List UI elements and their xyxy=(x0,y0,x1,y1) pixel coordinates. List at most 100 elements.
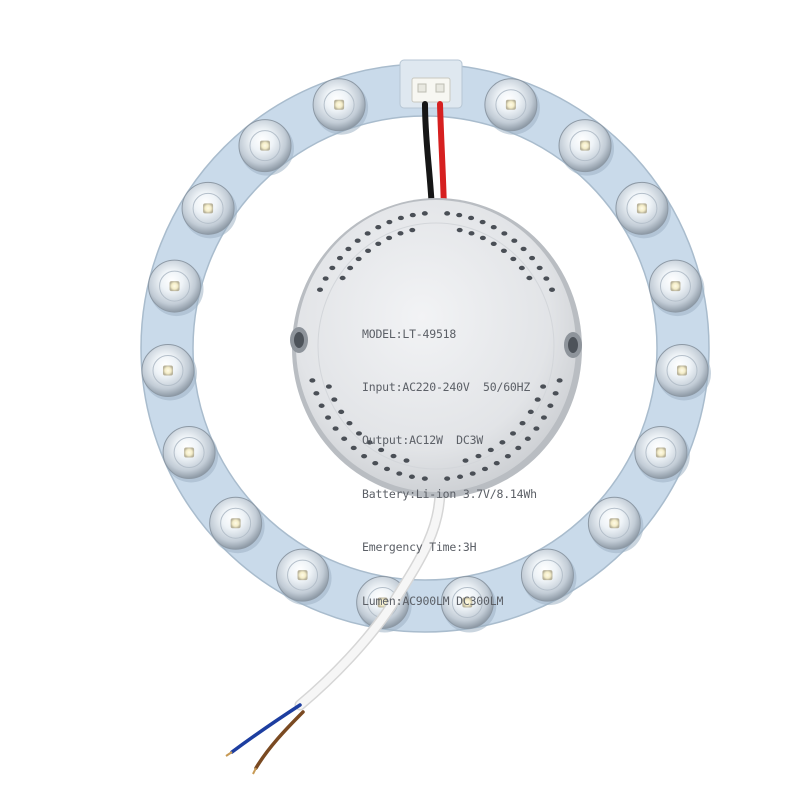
vent-hole xyxy=(375,224,382,230)
vent-hole xyxy=(511,238,518,243)
led-lens xyxy=(615,181,671,239)
vent-hole xyxy=(347,265,354,271)
led-lens xyxy=(440,576,497,633)
mounting-screw-right xyxy=(564,332,582,358)
mounting-screw-left xyxy=(290,327,308,353)
led-lens xyxy=(648,259,705,317)
mains-cable xyxy=(225,484,446,775)
wire-connector xyxy=(399,59,463,109)
vent-hole xyxy=(354,238,361,243)
vent-hole xyxy=(504,453,511,459)
vent-hole xyxy=(384,466,391,472)
vent-hole xyxy=(456,212,463,218)
led-array xyxy=(141,78,712,633)
vent-hole xyxy=(346,420,353,426)
led-lens xyxy=(209,496,265,554)
vent-hole xyxy=(540,415,547,420)
vent-hole xyxy=(390,453,397,459)
vent-hole xyxy=(396,471,403,476)
vent-holes xyxy=(309,211,563,481)
led-lens xyxy=(655,343,712,401)
vent-hole xyxy=(534,397,541,402)
vent-hole xyxy=(527,409,534,415)
vent-hole xyxy=(524,436,531,441)
led-lens xyxy=(484,78,540,135)
vent-hole xyxy=(364,231,371,236)
vent-hole xyxy=(365,248,372,253)
vent-hole xyxy=(386,219,393,225)
vent-hole xyxy=(515,445,522,451)
vent-hole xyxy=(520,246,527,252)
vent-hole xyxy=(322,276,329,281)
vent-hole xyxy=(529,255,536,261)
vent-hole xyxy=(375,241,382,246)
vent-hole xyxy=(325,415,332,420)
label-input: Input:AC220-240V 50/60HZ xyxy=(362,379,531,394)
vent-hole xyxy=(397,215,404,221)
vent-hole xyxy=(552,391,559,396)
vent-hole xyxy=(318,403,325,408)
vent-hole xyxy=(332,426,339,431)
vent-hole xyxy=(325,384,332,389)
vent-hole xyxy=(408,474,415,479)
led-lens xyxy=(276,548,332,606)
vent-hole xyxy=(490,224,497,230)
vent-hole xyxy=(469,471,476,476)
vent-hole xyxy=(361,453,368,459)
vent-hole xyxy=(366,440,373,445)
led-lens xyxy=(141,343,197,401)
vent-hole xyxy=(547,403,554,408)
vent-hole xyxy=(409,212,416,218)
vent-hole xyxy=(444,211,451,216)
vent-hole xyxy=(549,287,556,292)
vent-hole xyxy=(500,248,507,253)
label-lumen: Lumen:AC900LM DC300LM xyxy=(362,593,504,608)
led-lens xyxy=(238,119,294,176)
vent-hole xyxy=(339,275,346,281)
vent-hole xyxy=(479,235,486,241)
label-output: Output:AC12W DC3W xyxy=(362,433,484,448)
led-lens xyxy=(148,259,204,317)
led-lens xyxy=(558,119,615,176)
vent-hole xyxy=(468,215,475,221)
vent-hole xyxy=(556,378,563,383)
vent-hole xyxy=(475,453,482,459)
label-emergency-time: Emergency Time:3H xyxy=(362,540,477,555)
vent-hole xyxy=(518,265,525,271)
vent-hole xyxy=(338,409,345,415)
vent-hole xyxy=(350,445,357,451)
led-lens xyxy=(520,548,577,606)
vent-hole xyxy=(397,231,404,236)
led-lens xyxy=(181,181,238,239)
vent-hole xyxy=(510,256,517,262)
vent-hole xyxy=(499,440,506,445)
vent-hole xyxy=(421,476,428,481)
vent-hole xyxy=(313,391,320,396)
vent-hole xyxy=(345,246,352,252)
vent-hole xyxy=(493,460,500,466)
vent-hole xyxy=(487,447,494,453)
vent-hole xyxy=(444,476,451,481)
vent-hole xyxy=(462,458,469,463)
vent-hole xyxy=(479,219,486,225)
led-lens xyxy=(312,78,369,135)
label-battery: Battery:Li-ion 3.7V/8.14Wh xyxy=(362,486,537,501)
led-lens xyxy=(162,425,219,483)
vent-hole xyxy=(540,384,547,389)
vent-hole xyxy=(309,378,316,383)
vent-hole xyxy=(355,256,362,262)
vent-hole xyxy=(519,420,526,426)
vent-hole xyxy=(355,431,362,436)
label-model: MODEL:LT-49518 xyxy=(362,326,457,341)
vent-hole xyxy=(543,276,550,281)
vent-hole xyxy=(316,287,323,292)
vent-hole xyxy=(421,211,428,216)
vent-hole xyxy=(490,241,497,246)
vent-hole xyxy=(341,436,348,441)
driver-housing xyxy=(290,198,582,498)
led-lens xyxy=(587,496,644,554)
vent-hole xyxy=(409,227,416,233)
vent-hole xyxy=(526,275,533,281)
vent-hole xyxy=(403,458,410,463)
vent-hole xyxy=(533,426,540,431)
